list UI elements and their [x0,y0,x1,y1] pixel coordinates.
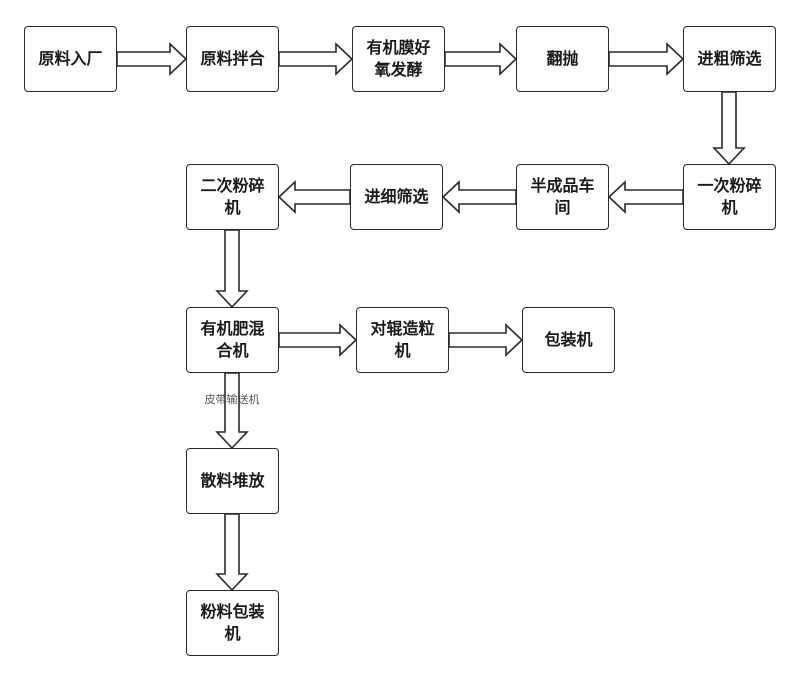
node-coarse-screening: 进粗筛选 [683,26,776,92]
arrow-primary-crusher-to-semi-product [607,180,684,214]
node-label: 原料拌合 [200,49,265,68]
node-semi-product-workshop: 半成品车间 [516,164,609,230]
node-label: 半成品车间 [530,176,595,217]
arrow-turning-to-coarse-screening [608,42,685,76]
node-powder-packaging: 粉料包装机 [186,590,279,656]
arrow-fine-screening-to-secondary-crusher [277,180,351,214]
node-label: 包装机 [544,330,593,349]
arrow-mixing-to-fermentation [278,42,354,76]
node-label: 原料入厂 [38,49,103,68]
node-label: 粉料包装机 [200,602,265,643]
node-label: 有机肥混合机 [200,319,265,360]
node-roller-granulator: 对辊造粒机 [356,307,449,373]
arrow-coarse-screening-to-primary-crusher [712,91,746,166]
node-label: 进粗筛选 [697,49,762,68]
node-label: 进细筛选 [364,187,429,206]
node-label: 有机膜好氧发酵 [366,38,431,79]
edge-label-belt-conveyor: 皮带输送机 [204,393,260,406]
node-fertilizer-mixer: 有机肥混合机 [186,307,279,373]
arrow-mixer-to-granulator [278,323,358,357]
node-secondary-crusher: 二次粉碎机 [186,164,279,230]
node-raw-mixing: 原料拌合 [186,26,279,92]
arrow-bulk-storage-to-powder-packaging [215,513,249,592]
node-packaging-machine: 包装机 [522,307,615,373]
node-label: 对辊造粒机 [370,319,435,360]
node-primary-crusher: 一次粉碎机 [683,164,776,230]
arrow-semi-product-to-fine-screening [441,180,517,214]
node-bulk-storage: 散料堆放 [186,448,279,514]
arrow-mixer-to-bulk-storage [215,372,249,450]
arrow-fermentation-to-turning [444,42,518,76]
node-fine-screening: 进细筛选 [350,164,443,230]
node-turning: 翻抛 [516,26,609,92]
arrow-granulator-to-packaging [448,323,524,357]
arrow-secondary-crusher-to-mixer [215,229,249,309]
arrow-raw-in-to-mixing [116,42,188,76]
node-label: 散料堆放 [200,471,265,490]
node-raw-material-in: 原料入厂 [24,26,117,92]
node-label: 一次粉碎机 [697,176,762,217]
node-membrane-fermentation: 有机膜好氧发酵 [352,26,445,92]
node-label: 二次粉碎机 [200,176,265,217]
node-label: 翻抛 [546,49,579,68]
